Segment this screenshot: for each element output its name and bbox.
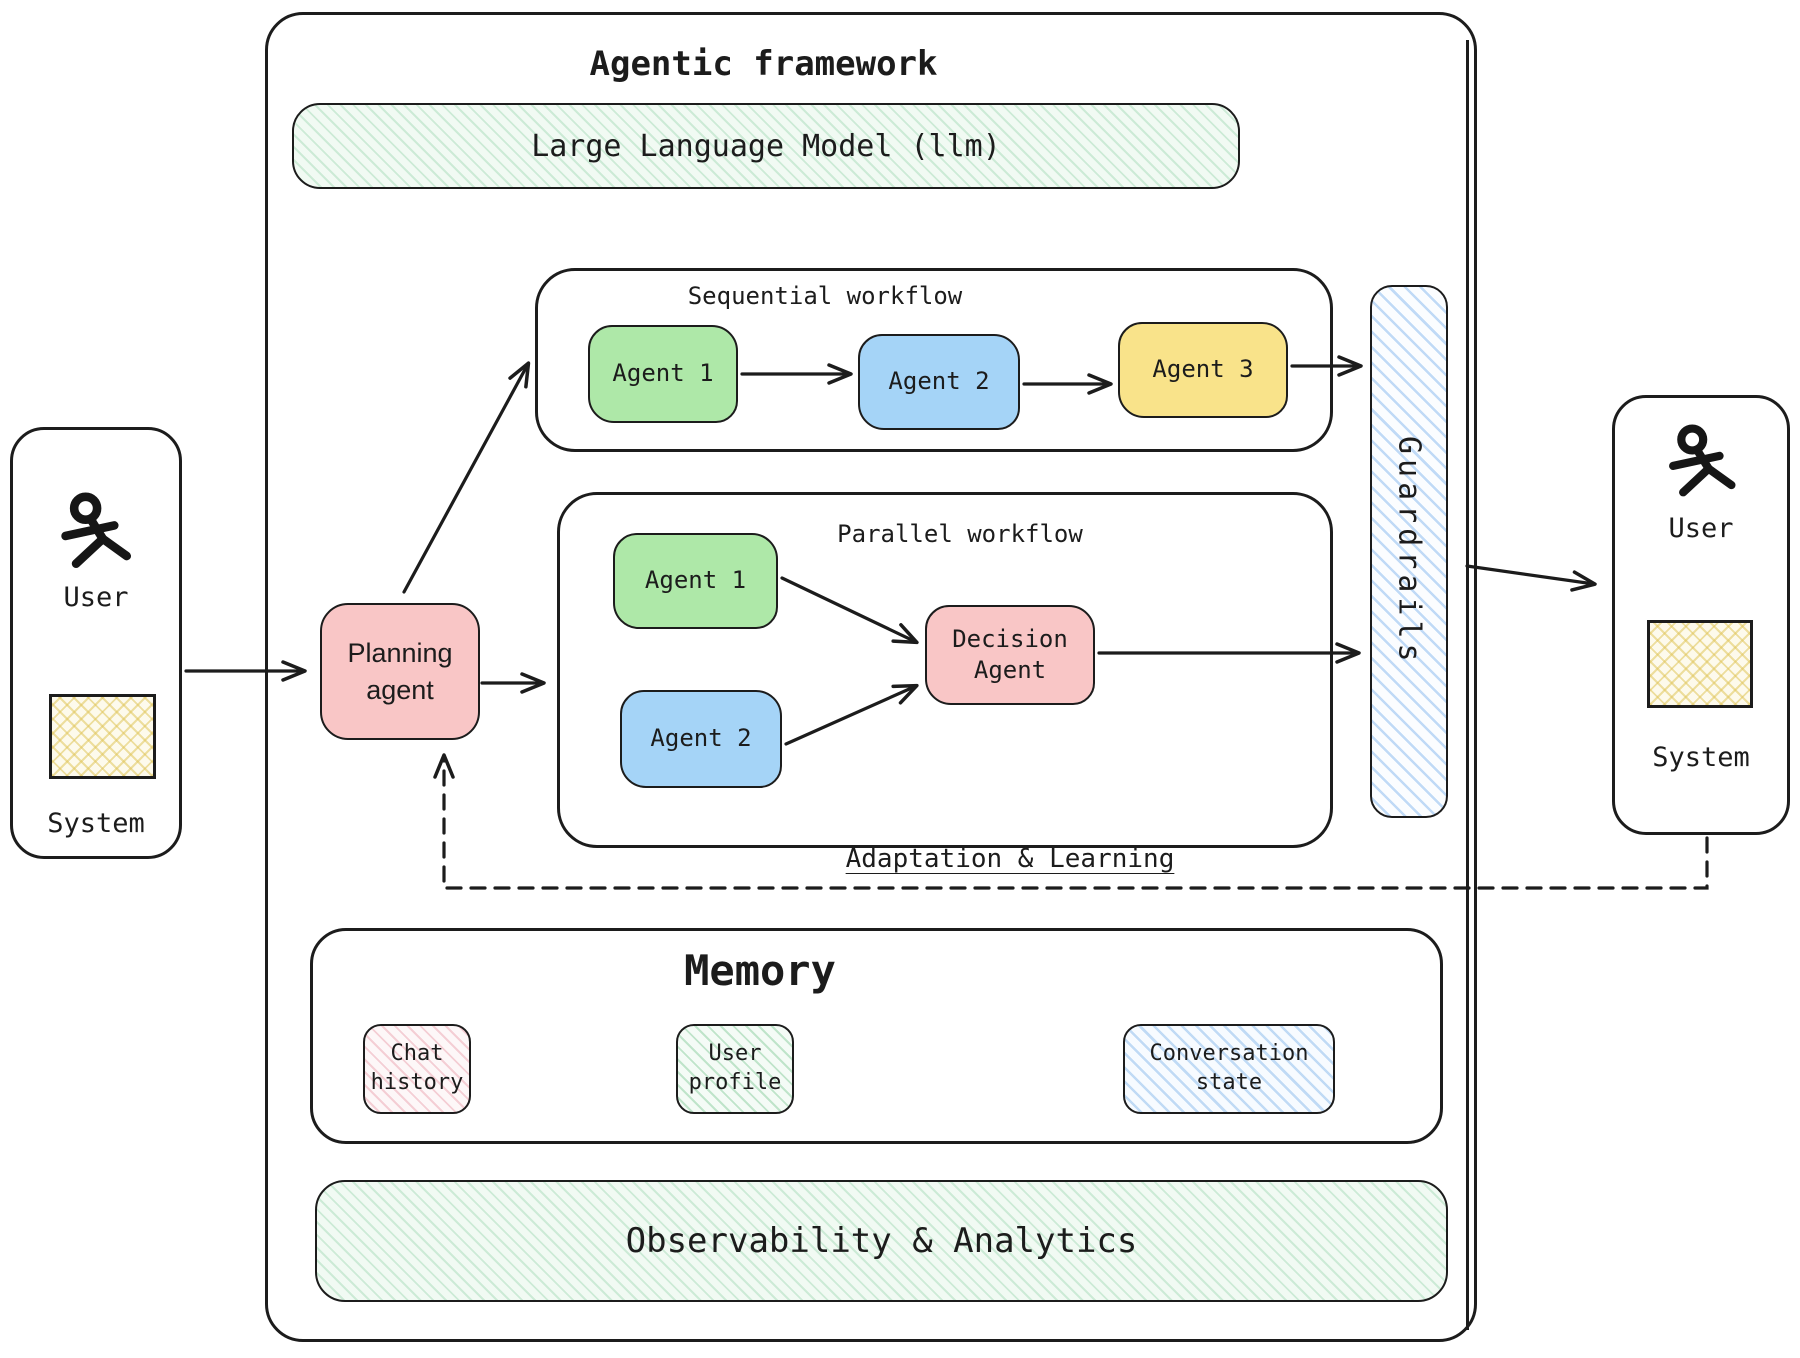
memory-title: Memory [684,946,836,995]
right-actor-user-label: User [1668,513,1734,544]
user-stick-figure-icon [1669,424,1736,497]
decision-agent: Decision Agent [925,605,1095,705]
sequential-agent-3-label: Agent 3 [1152,355,1254,384]
parallel-agent-2: Agent 2 [620,690,782,788]
planning-agent-label: Planning agent [347,638,453,705]
user-profile-label: User profile [688,1041,782,1095]
parallel-workflow-title: Parallel workflow [837,520,1083,548]
frame-title: Agentic framework [589,44,938,84]
parallel-agent-1: Agent 1 [613,533,778,629]
llm-bar-label: Large Language Model (llm) [531,128,1001,164]
sequential-agent-2-label: Agent 2 [888,367,990,396]
memory-chip-chat-history: Chat history [363,1024,471,1114]
parallel-agent-2-label: Agent 2 [650,724,752,753]
user-stick-figure-icon [61,492,132,568]
sequential-agent-3: Agent 3 [1118,322,1288,418]
parallel-agent-1-label: Agent 1 [644,566,747,595]
left-actor-system-label: System [47,808,145,839]
conversation-state-label: Conversation state [1149,1041,1309,1095]
sequential-agent-2: Agent 2 [858,334,1020,430]
frame-right-inner-stroke [1466,40,1469,1330]
chat-history-label: Chat history [370,1041,464,1095]
left-actor-box: User System [10,427,182,859]
observability-label: Observability & Analytics [625,1221,1138,1261]
right-actor-box: User System [1612,395,1790,835]
memory-chip-user-profile: User profile [676,1024,794,1114]
memory-chip-conversation-state: Conversation state [1123,1024,1335,1114]
sequential-agent-1: Agent 1 [588,325,738,423]
observability-bar: Observability & Analytics [315,1180,1448,1302]
left-system-hatch-square [49,694,156,779]
right-actor-system-label: System [1652,742,1750,773]
llm-bar: Large Language Model (llm) [292,103,1240,189]
arrow-framework-to-user [1465,564,1597,592]
decision-agent-label: Decision Agent [952,624,1068,684]
right-system-hatch-square [1647,620,1753,708]
sequential-agent-1-label: Agent 1 [612,359,714,388]
guardrails-bar: Guardrails [1370,285,1448,818]
adaptation-learning-label: Adaptation & Learning [845,844,1175,874]
guardrails-label: Guardrails [1391,436,1427,667]
planning-agent: Planning agent [320,603,480,740]
left-actor-user-label: User [63,582,129,613]
sequential-workflow-title: Sequential workflow [687,282,963,310]
